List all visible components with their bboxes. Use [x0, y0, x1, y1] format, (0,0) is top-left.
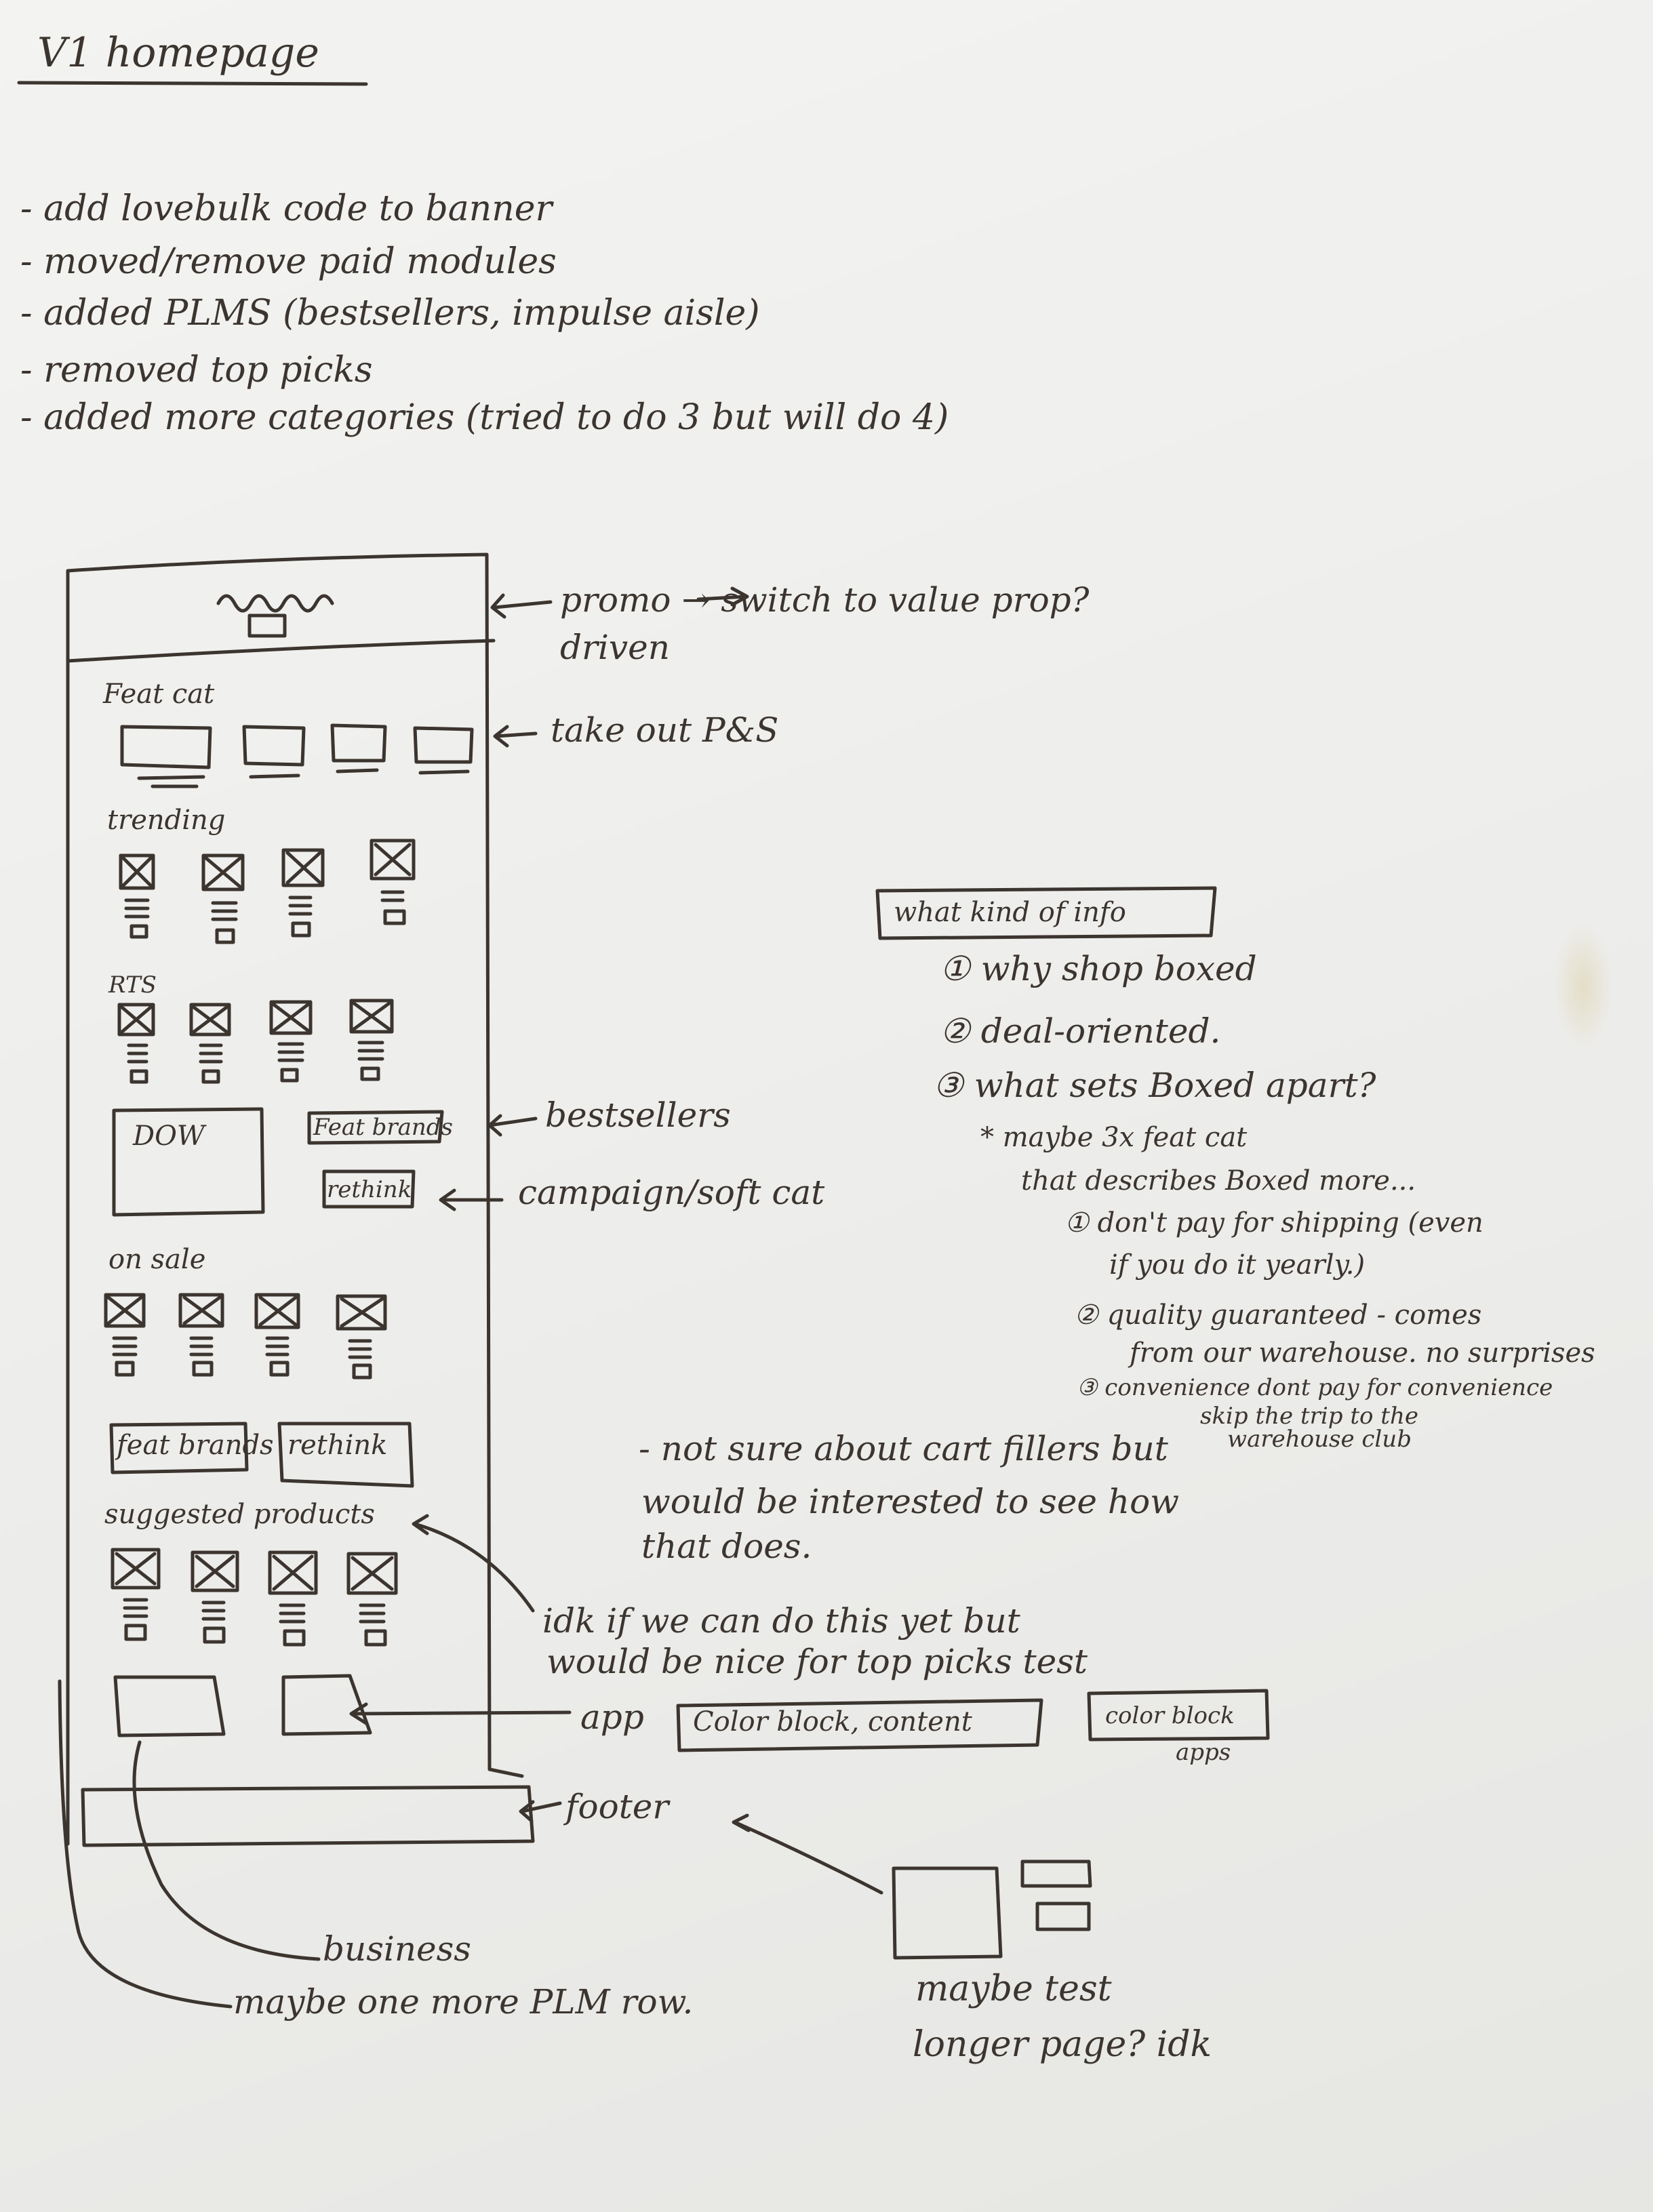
info-item: ③ what sets Boxed apart?	[933, 1066, 1376, 1105]
info-heading-box	[875, 886, 1217, 940]
annotation-take-out: take out P&S	[551, 710, 779, 750]
phone-right-edge	[66, 552, 524, 1778]
annotation-maybe-test-1: maybe test	[915, 1969, 1112, 2009]
rts-row	[117, 999, 394, 1084]
change-item: - added more categories (tried to do 3 b…	[20, 397, 949, 438]
annotation-footer: footer	[565, 1787, 669, 1826]
arrow-idk	[412, 1514, 535, 1613]
paper-stain	[1553, 922, 1614, 1051]
annotation-maybe-test-2: longer page? idk	[913, 2024, 1212, 2065]
info-sub-item: ① don't pay for shipping (even	[1064, 1207, 1483, 1239]
annotation-apps: apps	[1176, 1739, 1231, 1766]
page-title: V1 homepage	[37, 29, 319, 77]
featcat-box-4	[413, 726, 474, 775]
annotation-color-block: color block	[1105, 1702, 1235, 1729]
title-underline	[17, 81, 368, 86]
annotation-bestsellers: bestsellers	[545, 1095, 731, 1135]
annotation-one-more-plm: maybe one more PLM row.	[233, 1982, 694, 2022]
annotation-cart-filler-2: would be interested to see how	[641, 1482, 1180, 1521]
suggested-products-row	[111, 1548, 398, 1647]
rethink-bottom-label: rethink	[287, 1430, 388, 1461]
annotation-cart-filler-1: - not sure about cart fillers but	[639, 1429, 1168, 1468]
on-sale-row	[104, 1293, 387, 1380]
feat-brands-bottom-label: feat brands	[117, 1430, 274, 1461]
info-sub-item: skip the trip to the	[1200, 1403, 1418, 1430]
change-item: - removed top picks	[20, 350, 373, 390]
info-maybe-2: that describes Boxed more...	[1021, 1165, 1416, 1197]
color-block-content-box	[676, 1698, 1043, 1752]
annotation-campaign: campaign/soft cat	[518, 1173, 825, 1212]
change-item: - added PLMS (bestsellers, impulse aisle…	[20, 293, 760, 334]
arrow-app	[349, 1702, 572, 1725]
arrow-switch	[696, 586, 749, 607]
color-block-box	[1087, 1689, 1270, 1742]
dow-box	[112, 1107, 265, 1217]
arrow-promo	[490, 593, 553, 619]
arrow-more-plm	[58, 1679, 233, 2009]
arrow-footer	[519, 1800, 562, 1823]
arrow-campaign	[439, 1188, 504, 1211]
on-sale-label: on sale	[108, 1244, 206, 1275]
annotation-idk-1: idk if we can do this yet but	[542, 1601, 1020, 1641]
feat-brands-box-bottom	[109, 1422, 249, 1474]
banner-squiggle	[216, 594, 334, 613]
featcat-box-3	[330, 723, 387, 773]
app-box-2	[281, 1674, 372, 1736]
info-sub-item: warehouse club	[1227, 1426, 1412, 1453]
annotation-app: app	[580, 1697, 644, 1737]
info-sub-item: ③ convenience dont pay for convenience	[1077, 1374, 1553, 1401]
rethink-top-label: rethink	[327, 1176, 412, 1203]
feat-cat-label: Feat cat	[103, 679, 215, 710]
change-item: - add lovebulk code to banner	[20, 188, 553, 229]
info-item: ② deal-oriented.	[940, 1011, 1221, 1051]
arrow-business	[132, 1740, 321, 1961]
longer-page-box-2	[1020, 1859, 1092, 1931]
footer-box	[81, 1785, 535, 1847]
info-sub-item: from our warehouse. no surprises	[1130, 1338, 1595, 1369]
suggested-products-label: suggested products	[104, 1499, 375, 1530]
annotation-cart-filler-3: that does.	[641, 1527, 812, 1566]
annotation-promo: promo → switch to value prop?	[560, 580, 1090, 620]
feat-brands-top-label: Feat brands	[313, 1114, 453, 1141]
arrow-take-out	[493, 725, 538, 748]
annotation-business: business	[323, 1929, 471, 1969]
rts-label: RTS	[108, 971, 157, 999]
banner-button	[247, 614, 287, 638]
arrow-longer-page	[732, 1813, 883, 1895]
dow-label: DOW	[133, 1121, 205, 1152]
info-sub-item: ② quality guaranteed - comes	[1074, 1300, 1482, 1331]
longer-page-box-1	[892, 1866, 1003, 1960]
banner-divider	[66, 639, 496, 663]
annotation-idk-2: would be nice for top picks test	[546, 1642, 1088, 1681]
rethink-box-top	[322, 1169, 416, 1209]
annotation-promo-driven: driven	[560, 628, 670, 667]
arrow-bestsellers	[487, 1114, 538, 1137]
rethink-box-bottom	[277, 1422, 414, 1488]
trending-label: trending	[107, 805, 226, 836]
feat-brands-box-top	[307, 1110, 444, 1145]
annotation-color-block-content: Color block, content	[693, 1706, 972, 1737]
featcat-box-2	[242, 725, 306, 779]
change-item: - moved/remove paid modules	[20, 241, 557, 282]
app-box-1	[113, 1675, 226, 1737]
trending-row	[119, 839, 416, 944]
info-item: ① why shop boxed	[940, 949, 1257, 988]
info-maybe-1: * maybe 3x feat cat	[980, 1122, 1248, 1153]
info-heading: what kind of info	[894, 897, 1126, 928]
info-sub-item: if you do it yearly.)	[1109, 1249, 1366, 1281]
featcat-box-1	[120, 725, 212, 788]
